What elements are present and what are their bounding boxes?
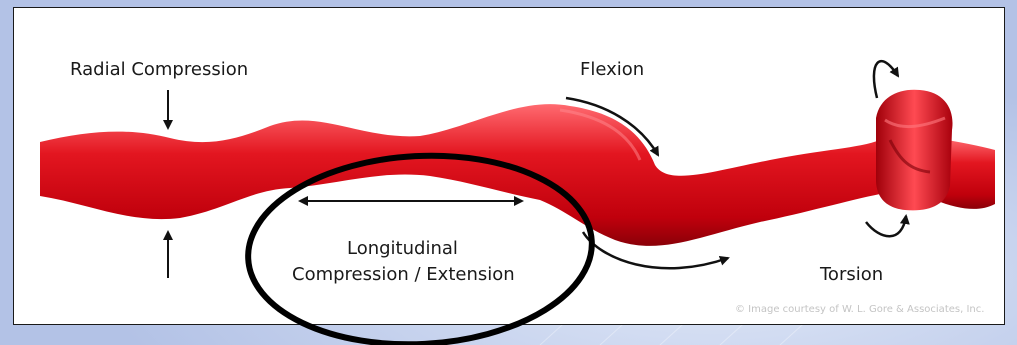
image-credit: © Image courtesy of W. L. Gore & Associa… <box>735 304 984 315</box>
blood-vessel <box>40 104 880 246</box>
torsion-arrow-top <box>874 61 898 98</box>
longitudinal-label-line2: Compression / Extension <box>292 266 515 284</box>
flexion-label: Flexion <box>580 61 644 79</box>
torsion-label: Torsion <box>820 266 883 284</box>
radial-compression-label: Radial Compression <box>70 61 248 79</box>
longitudinal-label-line1: Longitudinal <box>347 240 458 258</box>
torsion-arrow-bottom <box>866 216 906 236</box>
torsion-knot <box>876 90 953 211</box>
